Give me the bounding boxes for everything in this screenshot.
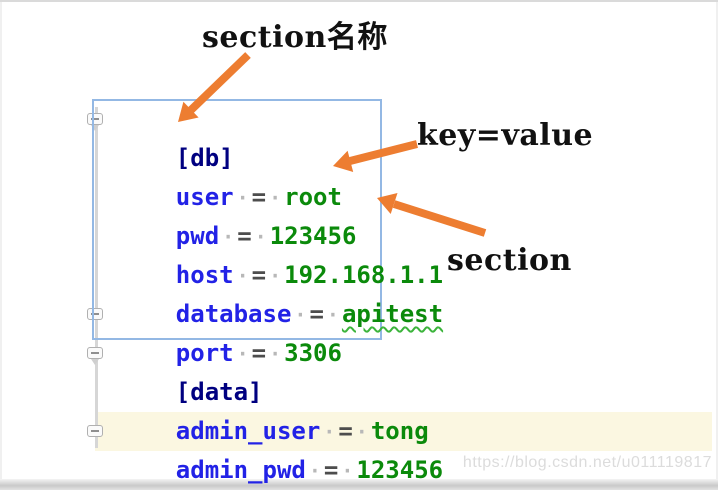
annotation-key-value-label: key=value: [417, 118, 594, 153]
whitespace-dot: ·: [341, 459, 354, 483]
whitespace-dot: ·: [326, 303, 339, 327]
config-line-admin-user[interactable]: admin_user·=·tong: [118, 373, 429, 445]
config-line-pwd[interactable]: pwd·=·123456: [118, 178, 357, 250]
config-line-host[interactable]: host·=·192.168.1.1: [118, 217, 443, 289]
annotation-section-name-label: section名称: [202, 20, 388, 55]
whitespace-dot: ·: [254, 225, 267, 249]
config-line-user[interactable]: user·=·root: [118, 139, 342, 211]
config-value: tong: [370, 417, 429, 445]
config-value: 3306: [284, 339, 342, 367]
config-line-database[interactable]: database·=·apitest: [118, 256, 443, 328]
whitespace-dot: ·: [236, 186, 249, 210]
whitespace-dot: ·: [222, 225, 235, 249]
equals-sign: =: [309, 300, 324, 328]
config-key: admin_user: [175, 417, 321, 445]
config-key: port: [175, 339, 234, 367]
config-value: 123456: [269, 222, 357, 250]
section-header: [data]: [175, 378, 263, 406]
fold-marker-icon[interactable]: [87, 308, 103, 320]
whitespace-dot: ·: [323, 420, 336, 444]
whitespace-dot: ·: [236, 342, 249, 366]
config-key: host: [175, 261, 234, 289]
config-value: apitest: [341, 300, 444, 328]
config-key: admin_pwd: [175, 456, 306, 484]
equals-sign: =: [251, 339, 267, 367]
minus-icon: [91, 430, 99, 432]
config-value: 192.168.1.1: [284, 261, 444, 289]
config-line-admin-pwd[interactable]: admin_pwd·=·123456: [118, 412, 443, 484]
current-line-highlight: [95, 412, 712, 451]
whitespace-dot: ·: [269, 186, 282, 210]
config-key: database: [175, 300, 292, 328]
minus-icon: [91, 118, 99, 120]
config-line-section-data[interactable]: [data]: [118, 334, 263, 406]
whitespace-dot: ·: [294, 303, 307, 327]
config-line-section-db[interactable]: [db]: [118, 100, 234, 172]
config-line-port[interactable]: port·=·3306: [118, 295, 342, 367]
fold-marker-icon[interactable]: [87, 347, 103, 365]
config-key: user: [175, 183, 234, 211]
annotation-section-label: section: [447, 243, 572, 278]
watermark-url: https://blog.csdn.net/u011119817: [462, 454, 712, 471]
whitespace-dot: ·: [308, 459, 321, 483]
whitespace-dot: ·: [269, 264, 282, 288]
equals-sign: =: [237, 222, 252, 250]
config-value: 123456: [356, 456, 444, 484]
fold-gutter-line: [95, 107, 98, 448]
minus-icon: [91, 352, 99, 354]
minus-icon: [91, 313, 99, 315]
config-value: root: [284, 183, 342, 211]
config-key: pwd: [175, 222, 220, 250]
whitespace-dot: ·: [269, 342, 282, 366]
equals-sign: =: [251, 183, 267, 211]
section-header: [db]: [175, 144, 234, 172]
equals-sign: =: [323, 456, 339, 484]
equals-sign: =: [251, 261, 267, 289]
whitespace-dot: ·: [355, 420, 368, 444]
equals-sign: =: [338, 417, 353, 445]
whitespace-dot: ·: [236, 264, 249, 288]
fold-marker-icon[interactable]: [87, 113, 103, 131]
fold-marker-icon[interactable]: [87, 425, 103, 437]
screenshot-bottom-border: [0, 479, 718, 490]
